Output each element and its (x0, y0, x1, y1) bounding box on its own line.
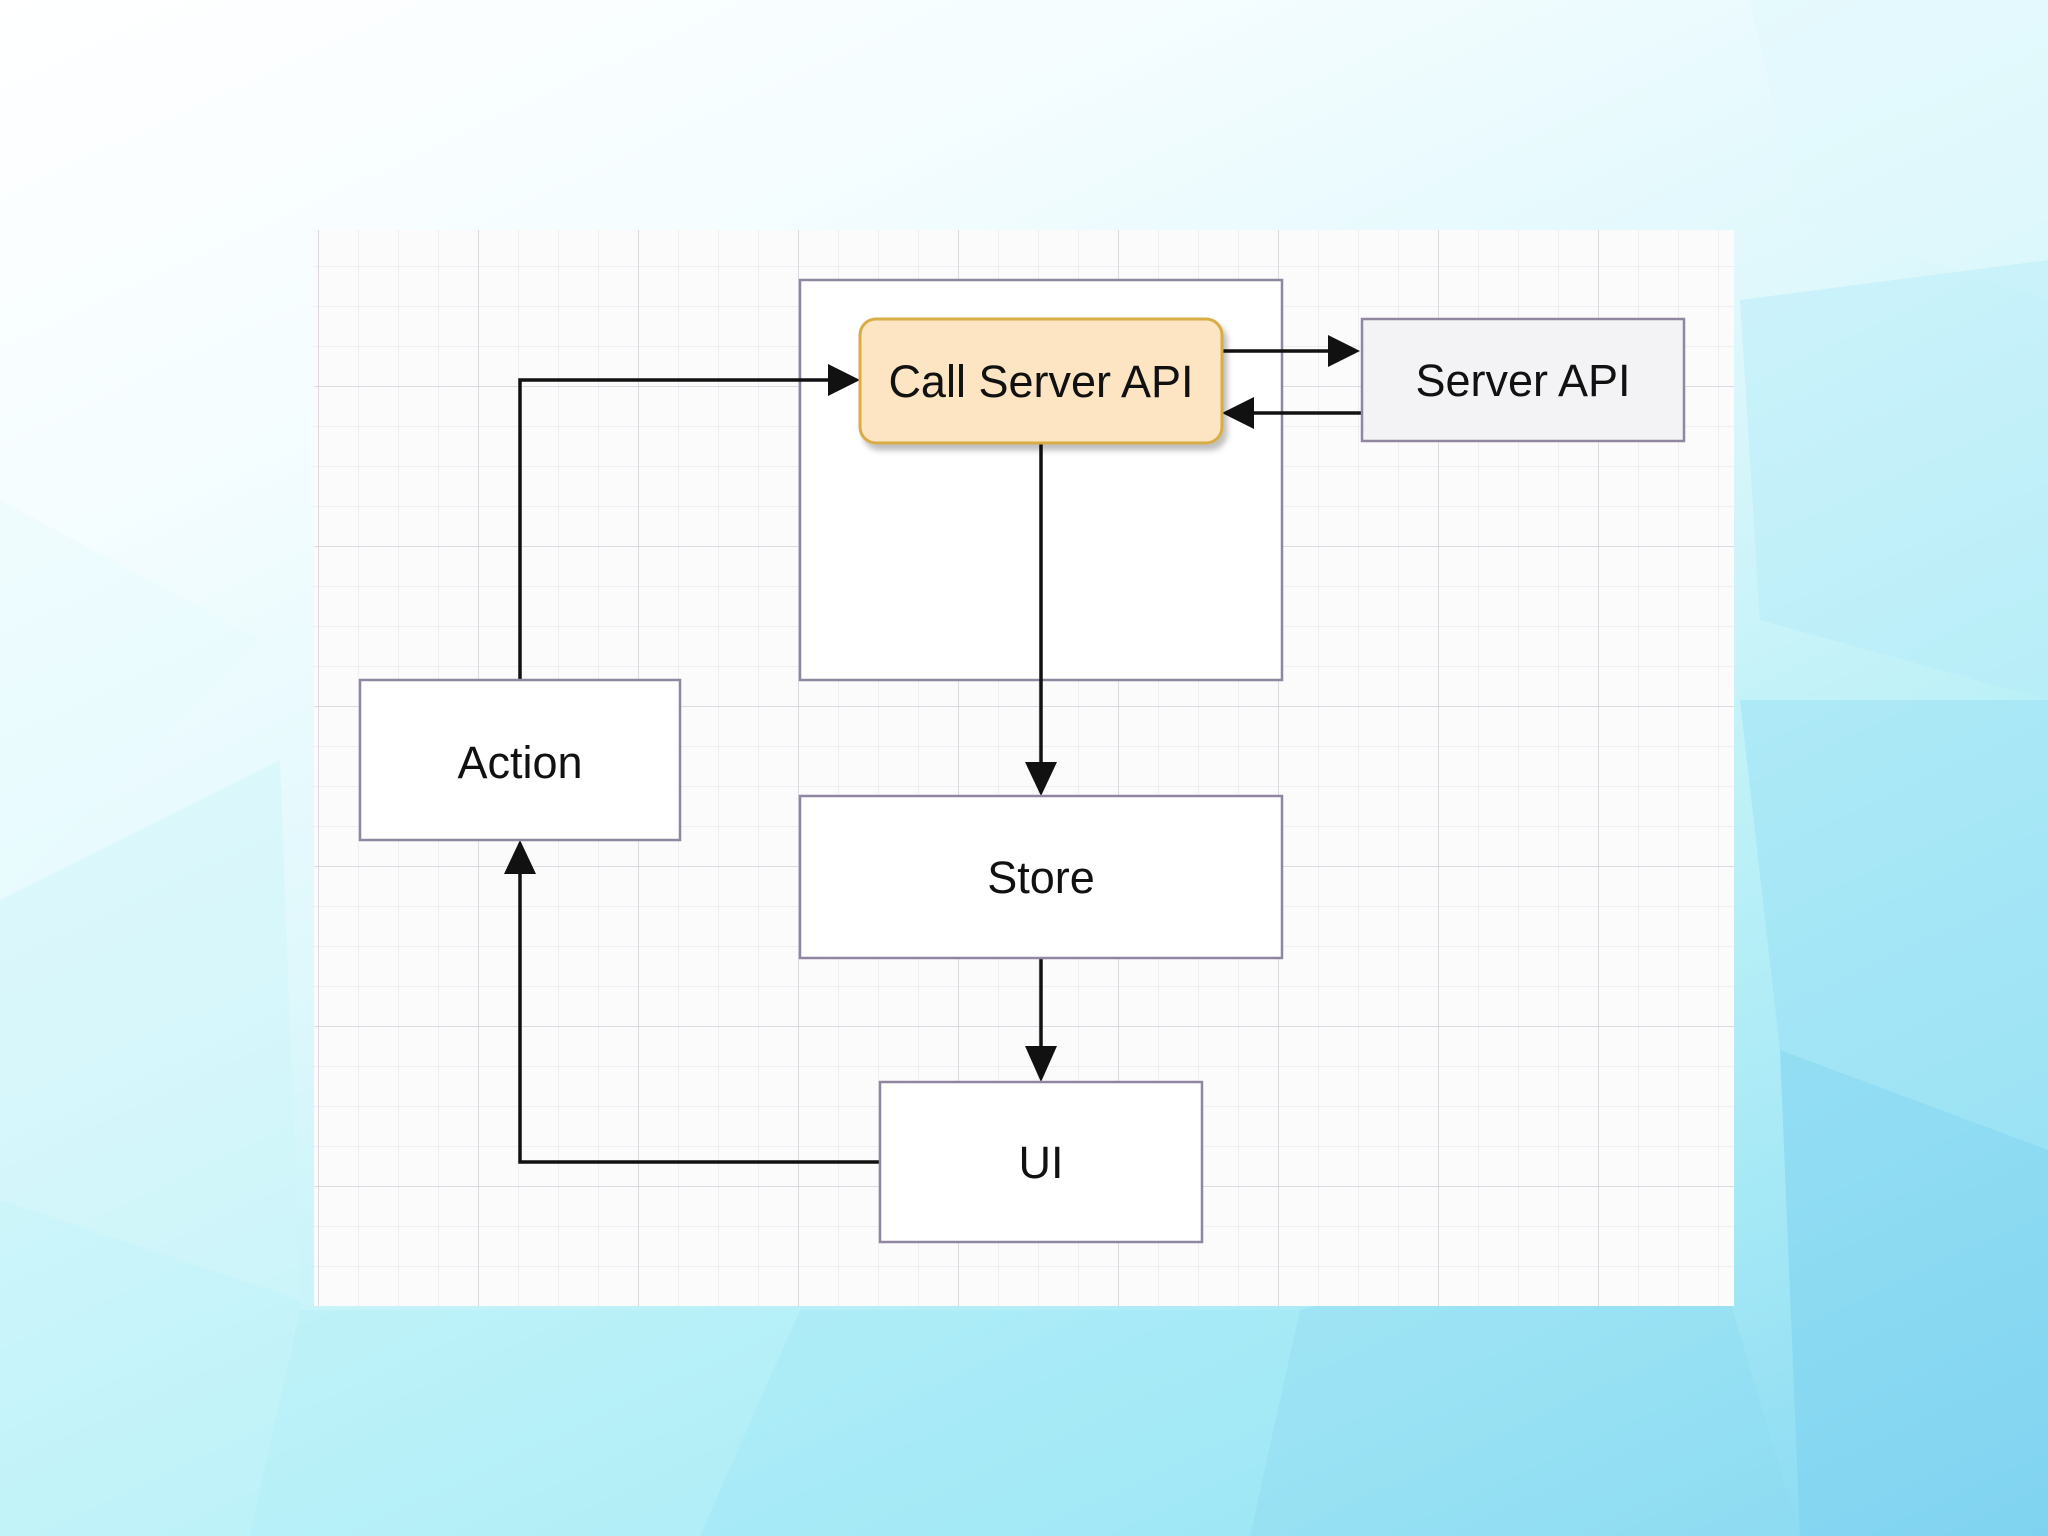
node-call-server-api: Call Server API (858, 317, 1224, 445)
arrowheads (504, 335, 1360, 1082)
node-ui: UI (878, 1080, 1204, 1244)
node-store: Store (798, 794, 1284, 960)
arrowhead-into-store (1025, 762, 1057, 796)
arrowhead-into-call-server-api (828, 364, 860, 396)
edge-action-to-call-server-api (518, 378, 830, 680)
node-server-api-label: Server API (1415, 355, 1630, 406)
node-ui-label: UI (1019, 1137, 1064, 1188)
arrowhead-into-server-api (1328, 335, 1360, 367)
node-action: Action (358, 678, 682, 842)
arrowhead-into-action (504, 840, 536, 874)
edge-ui-to-action (518, 868, 880, 1164)
node-call-server-api-label: Call Server API (888, 356, 1193, 407)
arrowhead-into-call-server-api-return (1222, 397, 1254, 429)
connectors (518, 349, 1362, 1164)
node-server-api: Server API (1360, 317, 1686, 443)
node-store-label: Store (987, 852, 1095, 903)
node-action-label: Action (457, 737, 582, 788)
arrowhead-into-ui (1025, 1046, 1057, 1082)
